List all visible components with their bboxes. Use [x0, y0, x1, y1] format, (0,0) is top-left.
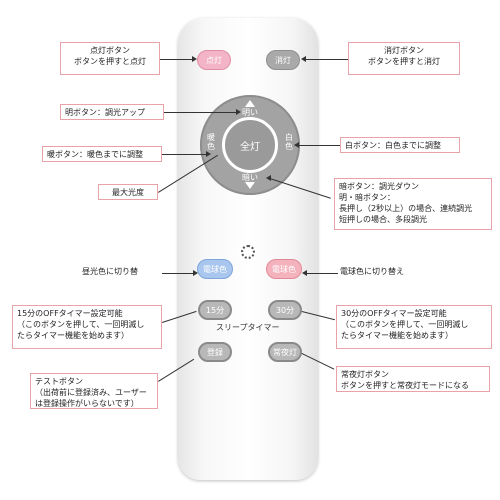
callout-bright: 明ボタン：調光アップ	[60, 104, 164, 120]
leader-bright	[164, 112, 238, 113]
leader-daylight	[162, 273, 196, 274]
callout-timer30: 30分のOFFタイマー設定可能 （このボタンを押して、一回明滅し たらタイマー機…	[336, 305, 492, 349]
callout-timer15: 15分のOFFタイマー設定可能 （このボタンを押して、一回明滅し たらタイマー機…	[12, 305, 162, 349]
daylight-button[interactable]: 電球色	[197, 259, 233, 279]
leader-off-tip	[301, 56, 306, 62]
warm-button-label[interactable]: 暖 色	[207, 133, 215, 151]
leader-daylight-tip	[193, 270, 198, 276]
ir-sensor-icon	[241, 245, 255, 259]
dark-button-label[interactable]: 暗い	[242, 173, 258, 182]
leader-white-tip	[294, 142, 299, 148]
leader-off	[303, 59, 348, 60]
callout-incandescent: 電球色に切り替え	[340, 267, 404, 276]
callout-warm: 暖ボタン：暖色までに調整	[42, 146, 162, 162]
up-arrow-icon	[245, 100, 255, 107]
down-arrow-icon	[245, 182, 255, 189]
callout-white: 白ボタン：白色までに調整	[340, 137, 460, 153]
incandescent-button[interactable]: 電球色	[266, 259, 302, 279]
callout-max: 最大光度	[98, 184, 158, 200]
callout-on: 点灯ボタン ボタンを押すと点灯	[60, 42, 160, 75]
callout-night: 常夜灯ボタン ボタンを押すと常夜灯モードになる	[336, 366, 490, 392]
timer-15-button[interactable]: 15分	[198, 300, 232, 320]
callout-daylight: 昼光色に切り替	[82, 267, 138, 276]
callout-dark: 暗ボタン：調光ダウン 明・暗ボタン： 長押し（2秒以上）の場合、連続調光 短押し…	[334, 178, 492, 230]
sleep-timer-label: スリープタイマー	[216, 323, 280, 332]
leader-warm-tip	[206, 151, 211, 157]
on-button[interactable]: 点灯	[197, 50, 231, 70]
leader-on	[160, 59, 194, 60]
off-button[interactable]: 消灯	[266, 50, 300, 70]
register-button[interactable]: 登録	[198, 342, 232, 362]
leader-bright-tip	[236, 109, 241, 115]
leader-incandescent-tip	[302, 270, 307, 276]
leader-warm	[162, 154, 208, 155]
leader-dark-tip	[266, 175, 271, 181]
leader-incandescent	[304, 273, 338, 274]
night-light-button[interactable]: 常夜灯	[268, 342, 302, 362]
bright-button-label[interactable]: 明い	[242, 108, 258, 117]
full-light-button[interactable]: 全灯	[222, 117, 278, 173]
leader-on-tip	[192, 56, 197, 62]
callout-test: テストボタン （出荷前に登録済み、ユーザー は登録操作がいらないです）	[30, 373, 158, 409]
leader-white	[296, 145, 340, 146]
timer-30-button[interactable]: 30分	[268, 300, 302, 320]
white-button-label[interactable]: 白 色	[285, 133, 293, 151]
callout-off: 消灯ボタン ボタンを押すと消灯	[348, 42, 460, 75]
